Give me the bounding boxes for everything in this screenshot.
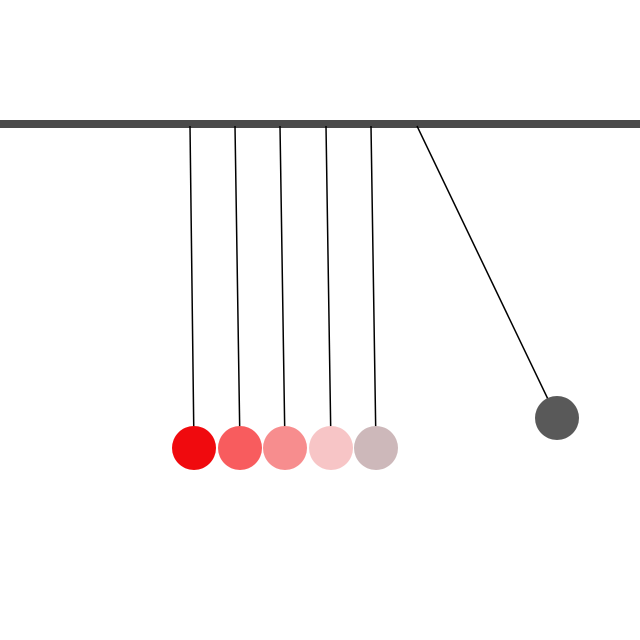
ball-5[interactable]	[354, 426, 398, 470]
ball-4[interactable]	[309, 426, 353, 470]
support-bar	[0, 120, 640, 128]
ball-2[interactable]	[218, 426, 262, 470]
ball-3[interactable]	[263, 426, 307, 470]
ball-6[interactable]	[535, 396, 579, 440]
ball-4-string	[325, 125, 332, 449]
ball-3-string	[279, 125, 286, 449]
ball-5-string	[370, 125, 377, 449]
pendulum-group	[172, 125, 579, 470]
ball-2-string	[234, 125, 241, 449]
ball-1[interactable]	[172, 426, 216, 470]
ball-6-string	[416, 125, 558, 419]
ball-1-string	[189, 125, 195, 449]
